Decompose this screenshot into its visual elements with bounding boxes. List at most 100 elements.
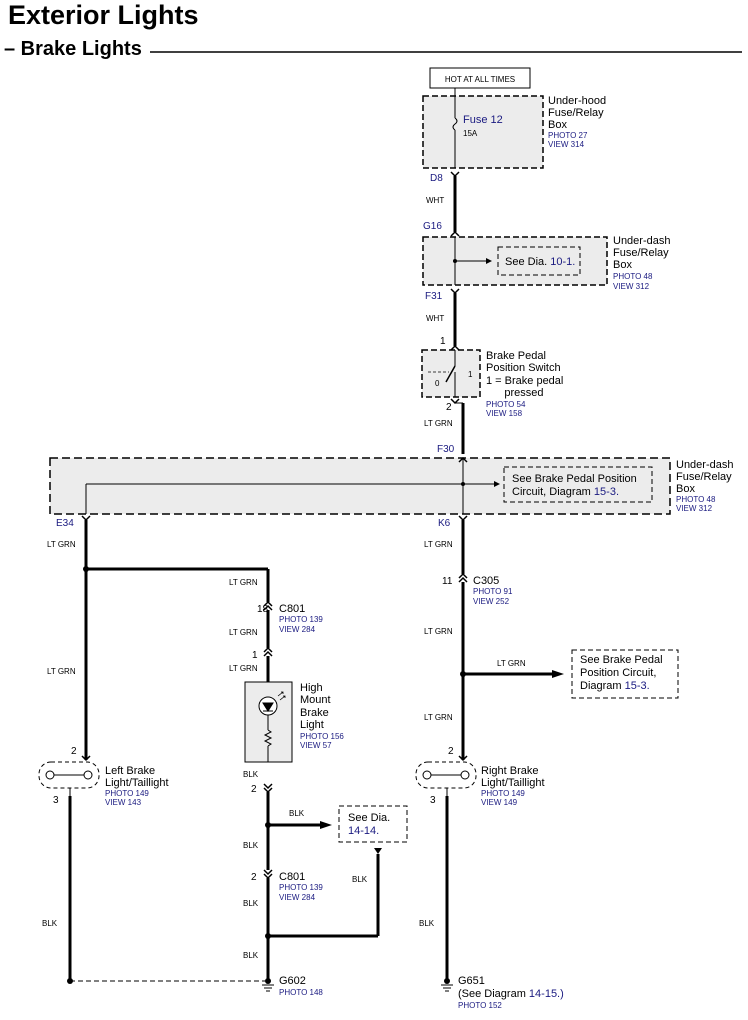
wire-wht-2: WHT xyxy=(426,314,444,323)
wire-blk-g602: BLK xyxy=(243,951,259,960)
see-15-3-line1: See Brake Pedal xyxy=(580,654,663,666)
underdash1-photo: PHOTO 48 xyxy=(613,272,653,281)
high-mount-name-4: Light xyxy=(300,719,324,731)
switch-name-1: Brake Pedal xyxy=(486,350,546,362)
underdash1-name-3: Box xyxy=(613,259,632,271)
fuse-label: Fuse 12 xyxy=(463,114,503,126)
underhood-name-3: Box xyxy=(548,119,567,131)
pin-d8: D8 xyxy=(430,173,443,184)
svg-text:Diagram 15-3.: Diagram 15-3. xyxy=(580,680,650,692)
switch-name-2: Position Switch xyxy=(486,362,561,374)
switch-pos-0: 0 xyxy=(435,379,440,388)
see-dia-14-14-ref: 14-14. xyxy=(348,825,379,837)
svg-text:See Dia. 10-1.: See Dia. 10-1. xyxy=(505,256,575,268)
resistor-icon xyxy=(263,729,273,747)
c305-photo: PHOTO 91 xyxy=(473,587,513,596)
c801-top-pin-18: 18 xyxy=(257,604,269,615)
pin-g16: G16 xyxy=(423,221,442,232)
wire-ltgrn-mid: LT GRN xyxy=(229,628,258,637)
left-light-name-1: Left Brake xyxy=(105,765,155,777)
see-dia-14-14-line1: See Dia. xyxy=(348,812,390,824)
high-mount-name-3: Brake xyxy=(300,707,329,719)
see-15-3-ref: 15-3. xyxy=(625,680,650,692)
see-15-3-box xyxy=(571,649,679,699)
c801-bottom-view: VIEW 284 xyxy=(279,893,316,902)
underdash2-name-1: Under-dash xyxy=(676,459,733,471)
right-light-pin-2: 2 xyxy=(448,746,454,757)
pin-e34: E34 xyxy=(56,518,74,529)
ground-icon xyxy=(262,984,274,992)
underhood-name-2: Fuse/Relay xyxy=(548,107,604,119)
arrow-icon xyxy=(486,258,492,264)
arrow-icon xyxy=(374,848,382,854)
g602-name: G602 xyxy=(279,975,306,987)
wire-blk-see: BLK xyxy=(289,809,305,818)
wire-blk-rightlight: BLK xyxy=(419,919,435,928)
wire-ltgrn-top: LT GRN xyxy=(229,578,258,587)
underdash2-name-3: Box xyxy=(676,483,695,495)
see-brake-pedal-line1: See Brake Pedal Position xyxy=(512,473,637,485)
wire-ltgrn-left: LT GRN xyxy=(47,667,76,676)
underhood-photo: PHOTO 27 xyxy=(548,131,588,140)
wire-ltgrn-k6: LT GRN xyxy=(424,540,453,549)
switch-contact-icon xyxy=(445,365,456,383)
c801-top-photo: PHOTO 139 xyxy=(279,615,323,624)
underhood-view: VIEW 314 xyxy=(548,140,585,149)
see-dia-10-1-ref: 10-1. xyxy=(550,256,575,268)
c305-name: C305 xyxy=(473,575,499,587)
g651-note-ref: 14-15.) xyxy=(529,988,564,1000)
c305-view: VIEW 252 xyxy=(473,597,510,606)
underdash1-view: VIEW 312 xyxy=(613,282,650,291)
pin-k6: K6 xyxy=(438,518,451,529)
high-mount-photo: PHOTO 156 xyxy=(300,732,344,741)
high-mount-name-1: High xyxy=(300,682,323,694)
left-light-pin-2: 2 xyxy=(71,746,77,757)
underdash2-view: VIEW 312 xyxy=(676,504,713,513)
wire-blk-hm: BLK xyxy=(243,770,259,779)
g651-photo: PHOTO 152 xyxy=(458,1001,502,1010)
g651-name: G651 xyxy=(458,975,485,987)
wire-ltgrn-see: LT GRN xyxy=(497,659,526,668)
c305-pin: 11 xyxy=(442,576,453,587)
switch-pin-1: 1 xyxy=(440,336,446,347)
switch-name-3: 1 = Brake pedal xyxy=(486,375,563,387)
underdash2-name-2: Fuse/Relay xyxy=(676,471,732,483)
arrow-icon xyxy=(320,821,332,829)
wire-blk-left: BLK xyxy=(42,919,58,928)
pin-f30: F30 xyxy=(437,444,455,455)
right-light-pin-3: 3 xyxy=(430,795,436,806)
page-title: Exterior Lights xyxy=(8,0,199,30)
see-brake-pedal-line2: Circuit, Diagram xyxy=(512,486,591,498)
g602-photo: PHOTO 148 xyxy=(279,988,323,997)
arrow-icon xyxy=(494,481,500,487)
underdash1-name-2: Fuse/Relay xyxy=(613,247,669,259)
see-brake-pedal-ref: 15-3. xyxy=(594,486,619,498)
c801-top-pin-1: 1 xyxy=(252,650,258,661)
power-source-box xyxy=(429,67,531,89)
right-light-name-1: Right Brake xyxy=(481,765,538,777)
c801-bottom-photo: PHOTO 139 xyxy=(279,883,323,892)
right-light-view: VIEW 149 xyxy=(481,798,518,807)
switch-view: VIEW 158 xyxy=(486,409,523,418)
right-light-name-2: Light/Taillight xyxy=(481,777,545,789)
see-dia-14-14-box xyxy=(338,805,408,843)
switch-name-4: pressed xyxy=(486,387,543,399)
wire-blk-right: BLK xyxy=(352,875,368,884)
wire-ltgrn-e34: LT GRN xyxy=(47,540,76,549)
switch-pos-1: 1 xyxy=(468,370,473,379)
wire-blk-c801: BLK xyxy=(243,841,259,850)
underhood-name-1: Under-hood xyxy=(548,95,606,107)
underhood-box xyxy=(422,95,544,169)
see-dia-10-1-text: See Dia. xyxy=(505,256,547,268)
see-brake-pedal-box xyxy=(503,466,653,503)
underdash2-photo: PHOTO 48 xyxy=(676,495,716,504)
right-light-photo: PHOTO 149 xyxy=(481,789,525,798)
high-mount-pin-2: 2 xyxy=(251,784,257,795)
wire-ltgrn-c305: LT GRN xyxy=(424,627,453,636)
c801-bottom-name: C801 xyxy=(279,871,305,883)
wire-ltgrn-hm: LT GRN xyxy=(229,664,258,673)
pin-f31: F31 xyxy=(425,291,443,302)
switch-photo: PHOTO 54 xyxy=(486,400,526,409)
svg-text:Circuit, Diagram 15-3.: Circuit, Diagram 15-3. xyxy=(512,486,619,498)
